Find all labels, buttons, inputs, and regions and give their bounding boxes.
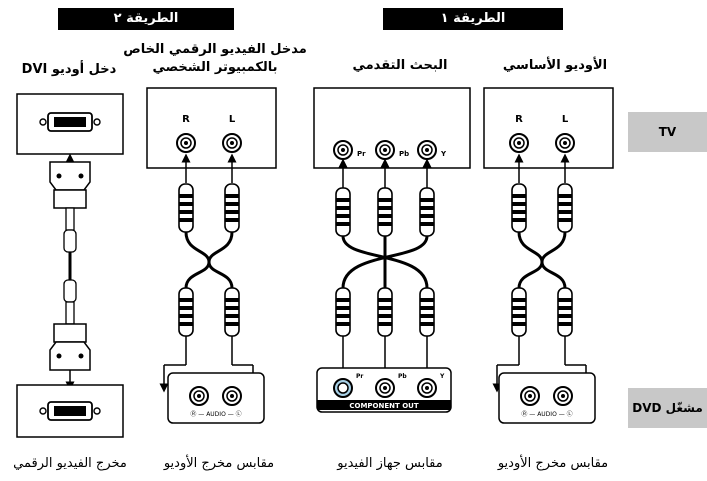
tv-component-panel xyxy=(313,87,471,169)
jack-label-r-1: R xyxy=(515,114,523,125)
jack-label-pr-dvd: Pr xyxy=(356,373,363,380)
footer-audio-out-1: مقابس مخرج الأوديو xyxy=(497,456,609,471)
audio-cable-2 xyxy=(159,153,258,393)
footer-audio-out-2: مقابس مخرج الأوديو xyxy=(163,456,275,471)
audio-strip-2: Ⓡ — AUDIO — Ⓛ xyxy=(190,410,241,418)
heading-pc-input-line1: مدخل الفيديو الرقمي الخاص xyxy=(123,42,307,57)
dvd-audio-panel-2 xyxy=(167,372,265,424)
footer-component-video: مقابس جهاز الفيديو xyxy=(337,456,443,471)
jack-label-r-2: R xyxy=(182,114,190,125)
dvd-player-label: مشغّل DVD xyxy=(628,388,707,428)
method1-banner: الطريقة ١ xyxy=(383,8,563,30)
heading-dvi-input: دخل أوديو DVI xyxy=(21,62,117,77)
method2-banner: الطريقة ٢ xyxy=(58,8,234,30)
dvd-audio-panel-1 xyxy=(498,372,596,424)
jack-label-pr-tv: Pr xyxy=(357,150,366,158)
footer-digital-video-out: مخرج الفيديو الرقمي xyxy=(13,456,127,471)
tv-audio-panel xyxy=(483,87,614,169)
jack-label-l-1: L xyxy=(562,114,569,125)
heading-pc-input-line2: بالكمبيوتر الشخصي xyxy=(152,60,278,75)
dvd-component-panel xyxy=(316,367,452,413)
jack-label-l-2: L xyxy=(229,114,236,125)
tv-dvi-panel xyxy=(16,93,124,155)
audio-cable-1 xyxy=(492,153,591,393)
dvi-cable xyxy=(49,153,91,391)
component-out-label: COMPONENT OUT xyxy=(349,402,418,410)
tv-label: TV xyxy=(628,112,707,152)
jack-label-pb-tv: Pb xyxy=(399,150,409,158)
dvd-dvi-panel xyxy=(16,384,124,438)
tv-pc-audio-panel xyxy=(146,87,277,169)
jack-label-y-tv: Y xyxy=(440,150,447,158)
jack-label-y-dvd: Y xyxy=(439,373,445,380)
heading-audio-basic: الأوديو الأساسي xyxy=(502,58,608,73)
audio-strip-1: Ⓡ — AUDIO — Ⓛ xyxy=(521,410,572,418)
jack-label-pb-dvd: Pb xyxy=(398,373,407,380)
heading-advanced-scan: البحث التقدمي xyxy=(352,58,448,73)
component-cable xyxy=(335,158,435,385)
